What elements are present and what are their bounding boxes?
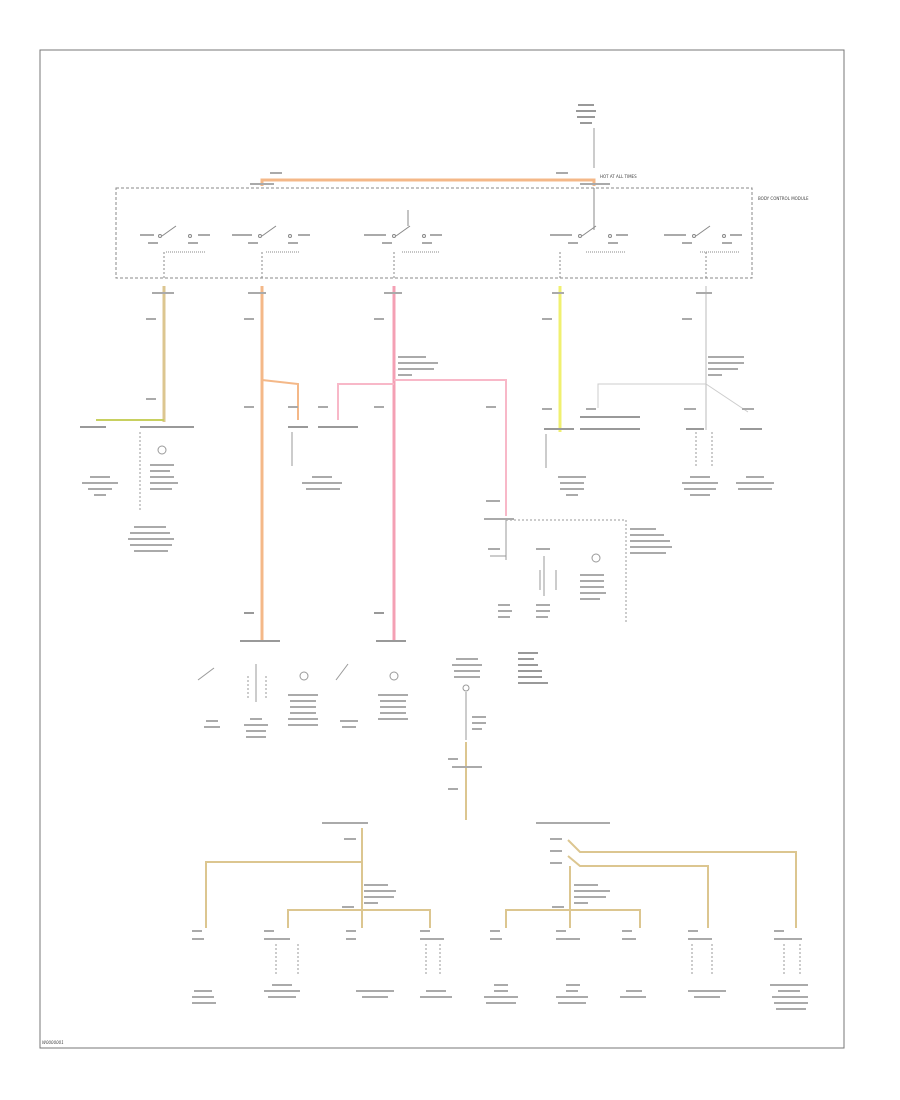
svg-text:BODY CONTROL MODULE: BODY CONTROL MODULE bbox=[758, 196, 809, 201]
wire-tags bbox=[146, 292, 754, 410]
center-trunk bbox=[448, 658, 486, 820]
connectors-upper bbox=[80, 416, 762, 430]
component-labels-upper bbox=[82, 464, 774, 552]
lower-right-labels bbox=[484, 984, 808, 1010]
wire-pink-branch-right bbox=[394, 379, 507, 516]
connectors-mid bbox=[240, 612, 548, 684]
top-source-label: HOT AT ALL TIMES bbox=[576, 104, 637, 179]
module-relays bbox=[140, 188, 742, 278]
sub-connector-box bbox=[490, 519, 627, 622]
wire-pink-branch-left bbox=[337, 383, 394, 420]
wire-top-feed bbox=[260, 178, 596, 186]
components-mid bbox=[197, 663, 399, 702]
lower-left-labels bbox=[192, 984, 452, 1004]
lower-right-harness bbox=[490, 822, 802, 974]
sub-connector-labels bbox=[484, 500, 672, 618]
footer-id: W0000001 bbox=[42, 1040, 64, 1045]
lower-left-harness bbox=[192, 822, 444, 974]
components-upper bbox=[139, 432, 713, 510]
wire-gray-split bbox=[597, 383, 749, 413]
component-labels-mid bbox=[204, 694, 408, 738]
main-module-box bbox=[115, 187, 753, 279]
svg-text:HOT AT ALL TIMES: HOT AT ALL TIMES bbox=[600, 174, 637, 179]
diagram-frame bbox=[39, 49, 845, 1049]
main-drop-wires bbox=[96, 286, 749, 640]
wire-orange-branch bbox=[261, 379, 299, 420]
